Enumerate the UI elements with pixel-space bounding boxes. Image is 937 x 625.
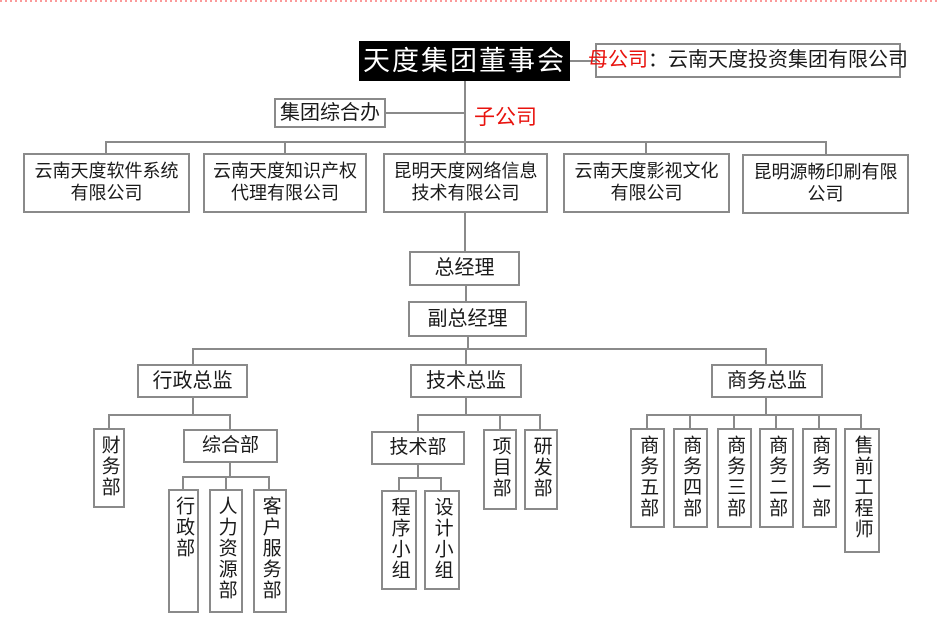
connector-line xyxy=(108,414,231,416)
node-business-dept-1: 商务一部 xyxy=(802,428,837,528)
finance-dept-label: 财务部 xyxy=(98,435,120,498)
business-dept-1-label: 商务一部 xyxy=(809,435,831,519)
connector-line xyxy=(464,81,466,142)
node-business-dept-5: 商务五部 xyxy=(630,428,665,528)
connector-line xyxy=(417,414,419,431)
node-customer-service-dept: 客户服务部 xyxy=(253,489,287,613)
connector-line xyxy=(192,348,767,350)
connector-line xyxy=(192,398,194,416)
connector-line xyxy=(775,414,777,428)
business-dept-2-label: 商务二部 xyxy=(766,435,788,519)
node-business-dept-2: 商务二部 xyxy=(759,428,794,528)
node-design-team: 设计小组 xyxy=(424,490,460,590)
connector-line xyxy=(465,398,467,416)
connector-line xyxy=(689,414,691,428)
node-group-general-office: 集团综合办 xyxy=(274,98,386,128)
connector-line xyxy=(229,414,231,429)
node-tech-director: 技术总监 xyxy=(410,364,522,398)
connector-line xyxy=(108,414,110,428)
connector-line xyxy=(225,476,227,489)
connector-line xyxy=(465,348,467,364)
node-business-director: 商务总监 xyxy=(711,364,823,398)
connector-line xyxy=(733,414,735,428)
node-hr-dept: 人力资源部 xyxy=(209,489,243,613)
node-parent-company: 母公司：云南天度投资集团有限公司 xyxy=(588,43,908,78)
rnd-dept-label: 研发部 xyxy=(530,436,552,499)
connector-line xyxy=(182,476,184,489)
connector-line xyxy=(268,476,270,489)
node-presales-engineer: 售前工程师 xyxy=(844,428,880,553)
connector-line xyxy=(440,477,442,490)
node-subsidiary-network-info: 昆明天度网络信息 技术有限公司 xyxy=(383,153,548,213)
connector-line xyxy=(192,348,194,364)
node-business-dept-3: 商务三部 xyxy=(717,428,752,528)
node-tech-dept: 技术部 xyxy=(371,431,465,465)
connector-line xyxy=(860,414,862,428)
connector-line xyxy=(825,141,827,156)
node-business-dept-4: 商务四部 xyxy=(673,428,708,528)
connector-line xyxy=(539,414,541,429)
subsidiary-tag: 子公司 xyxy=(474,106,537,129)
node-project-dept: 项目部 xyxy=(483,429,517,510)
node-subsidiary-film-culture: 云南天度影视文化 有限公司 xyxy=(563,153,730,213)
connector-line xyxy=(464,141,466,155)
connector-line xyxy=(645,141,647,155)
node-subsidiary-printing: 昆明源畅印刷有限 公司 xyxy=(742,154,909,214)
node-deputy-general-manager: 副总经理 xyxy=(408,301,527,337)
program-team-label: 程序小组 xyxy=(388,497,410,581)
node-general-manager: 总经理 xyxy=(409,251,520,286)
parent-company-tag: 母公司 xyxy=(588,49,648,72)
section-divider-dotted-line xyxy=(0,0,937,2)
node-finance-dept: 财务部 xyxy=(93,428,125,508)
connector-line xyxy=(284,141,286,155)
node-general-affairs-dept: 综合部 xyxy=(183,429,278,463)
business-dept-3-label: 商务三部 xyxy=(724,435,746,519)
connector-line xyxy=(465,286,467,301)
node-admin-dept: 行政部 xyxy=(168,489,199,613)
parent-company-name: ：云南天度投资集团有限公司 xyxy=(648,49,908,72)
business-dept-5-label: 商务五部 xyxy=(637,435,659,519)
admin-dept-label: 行政部 xyxy=(173,496,195,559)
connector-line xyxy=(417,414,541,416)
connector-line xyxy=(417,465,419,479)
node-board-of-directors: 天度集团董事会 xyxy=(359,41,570,81)
connector-line xyxy=(646,414,648,428)
node-subsidiary-ip-agency: 云南天度知识产权 代理有限公司 xyxy=(203,153,367,213)
connector-line xyxy=(398,477,400,490)
connector-line xyxy=(105,141,107,155)
business-dept-4-label: 商务四部 xyxy=(680,435,702,519)
connector-line xyxy=(646,414,862,416)
node-subsidiary-software: 云南天度软件系统 有限公司 xyxy=(23,153,190,213)
node-admin-director: 行政总监 xyxy=(137,364,248,398)
presales-engineer-label: 售前工程师 xyxy=(851,435,873,540)
connector-line xyxy=(229,463,231,478)
connector-line xyxy=(467,337,469,350)
connector-line xyxy=(818,414,820,428)
connector-line xyxy=(464,213,466,251)
connector-line xyxy=(105,141,827,143)
connector-line xyxy=(499,414,501,429)
design-team-label: 设计小组 xyxy=(431,497,453,581)
hr-dept-label: 人力资源部 xyxy=(215,496,237,601)
connector-line xyxy=(765,348,767,364)
connector-line xyxy=(386,112,466,114)
project-dept-label: 项目部 xyxy=(489,436,511,499)
node-program-team: 程序小组 xyxy=(381,490,417,590)
connector-line xyxy=(398,477,442,479)
connector-line xyxy=(765,398,767,416)
node-rnd-dept: 研发部 xyxy=(524,429,558,510)
connector-line xyxy=(570,60,595,62)
customer-service-label: 客户服务部 xyxy=(259,496,281,601)
